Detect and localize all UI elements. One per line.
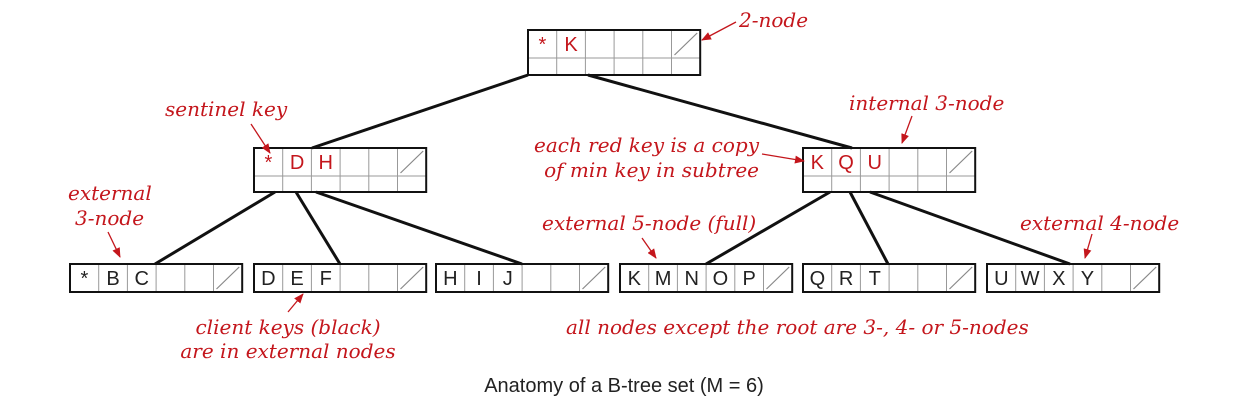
node-key: U: [994, 268, 1008, 290]
arrow-external-4-node: [1083, 233, 1093, 259]
annotation-2-node: 2-node: [738, 8, 808, 32]
node-key: J: [503, 268, 513, 290]
node-key: W: [1021, 268, 1040, 290]
annotation-external-5-node: external 5-node (full): [542, 211, 756, 235]
node-border: [802, 147, 977, 193]
node-key: O: [713, 268, 729, 290]
annotation-arrows: [107, 21, 1093, 313]
null-slash: [674, 32, 698, 56]
node-key: B: [106, 268, 119, 290]
edge-left-leaf3: [315, 190, 523, 266]
edge-right-leaf6: [869, 190, 1071, 266]
node-border: [527, 29, 702, 76]
figure-caption: Anatomy of a B-tree set (M = 6): [484, 375, 764, 397]
edge-right-leaf5: [848, 191, 890, 265]
tree-edges: [154, 73, 1071, 266]
btree-node-root: *K: [527, 29, 702, 76]
arrow-external-5-node: [641, 237, 657, 259]
node-key: P: [742, 268, 755, 290]
node-border: [253, 263, 428, 293]
node-key: U: [868, 152, 882, 174]
null-slash: [216, 266, 240, 290]
node-key: N: [685, 268, 699, 290]
arrow-external-3-node: [107, 231, 121, 258]
node-key: I: [476, 268, 482, 290]
arrow-internal-3-node: [901, 115, 913, 144]
null-slash: [949, 150, 973, 174]
node-border: [435, 263, 610, 293]
node-key: Y: [1081, 268, 1094, 290]
null-slash: [766, 266, 790, 290]
node-key: Q: [838, 152, 854, 174]
node-key: K: [564, 34, 578, 56]
annotation-all-nodes: all nodes except the root are 3-, 4- or …: [566, 315, 1029, 339]
node-key: E: [290, 268, 303, 290]
node-key: *: [264, 152, 272, 174]
annotation-external-3-node-line2: 3-node: [75, 206, 144, 230]
node-key: Q: [810, 268, 826, 290]
node-border: [802, 263, 977, 293]
null-slash: [1133, 266, 1157, 290]
node-key: *: [538, 34, 546, 56]
node-key: T: [869, 268, 881, 290]
annotation-client-keys-line2: are in external nodes: [180, 339, 395, 363]
edge-right-leaf4: [705, 190, 831, 266]
node-key: K: [811, 152, 825, 174]
node-key: D: [261, 268, 275, 290]
arrow-red-key-copy: [761, 153, 805, 164]
node-key: *: [80, 268, 88, 290]
arrow-sentinel-key: [250, 123, 271, 154]
annotation-client-keys-line1: client keys (black): [195, 315, 380, 339]
node-key: R: [839, 268, 853, 290]
node-key: C: [135, 268, 149, 290]
annotation-internal-3-node: internal 3-node: [849, 91, 1004, 115]
edge-left-leaf1: [154, 190, 276, 266]
node-border: [69, 263, 244, 293]
node-key: F: [320, 268, 332, 290]
node-key: D: [290, 152, 304, 174]
edge-left-leaf2: [294, 191, 342, 265]
arrow-2-node: [701, 21, 737, 41]
arrow-client-keys: [287, 293, 304, 313]
node-border: [986, 263, 1161, 293]
null-slash: [400, 150, 424, 174]
annotation-external-4-node: external 4-node: [1020, 211, 1179, 235]
edge-root-right: [587, 73, 853, 150]
annotations: 2-node sentinel key internal 3-node each…: [68, 8, 1179, 363]
node-key: X: [1052, 268, 1065, 290]
null-slash: [949, 266, 973, 290]
annotation-red-key-copy-line2: of min key in subtree: [544, 158, 759, 182]
annotation-sentinel-key: sentinel key: [165, 97, 288, 121]
annotation-red-key-copy-line1: each red key is a copy: [534, 133, 760, 157]
null-slash: [582, 266, 606, 290]
edge-root-left: [311, 73, 529, 150]
node-border: [619, 263, 794, 293]
node-key: M: [655, 268, 672, 290]
node-border: [253, 147, 428, 193]
node-key: K: [628, 268, 642, 290]
node-key: H: [319, 152, 333, 174]
null-slash: [400, 266, 424, 290]
annotation-external-3-node-line1: external: [68, 181, 152, 205]
node-key: H: [443, 268, 457, 290]
